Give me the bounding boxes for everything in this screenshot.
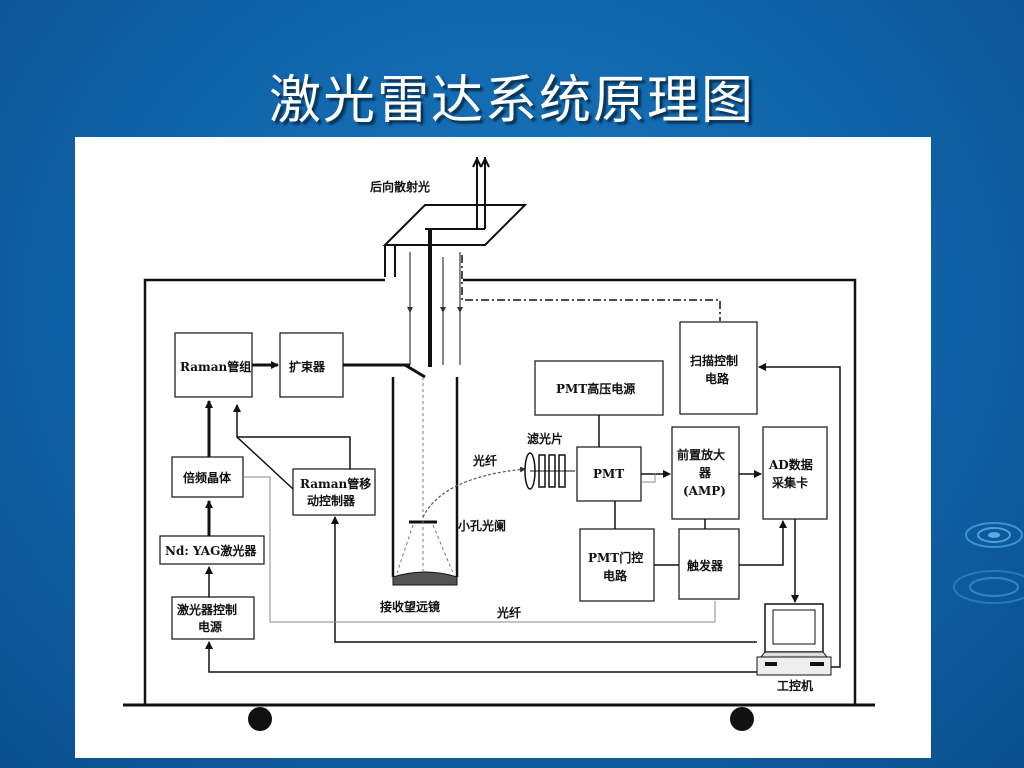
telescope-label: 接收望远镜 [380, 599, 440, 614]
industrial-computer [756, 603, 832, 676]
svg-text:采集卡: 采集卡 [771, 475, 808, 490]
svg-text:激光器控制: 激光器控制 [177, 602, 237, 617]
svg-text:器: 器 [698, 466, 712, 480]
receiving-telescope [391, 363, 459, 586]
svg-text:Raman管移: Raman管移 [300, 476, 371, 491]
slide-title: 激光雷达系统原理图 [268, 71, 755, 131]
svg-text:PMT: PMT [593, 467, 624, 481]
svg-text:(AMP): (AMP) [683, 484, 726, 498]
svg-text:电路: 电路 [603, 568, 628, 583]
backscatter-label: 后向散射光 [370, 179, 430, 194]
block-freq-doubler: 倍频晶体 [171, 456, 244, 498]
block-laser-controller: 激光器控制 电源 [171, 596, 255, 640]
svg-text:电源: 电源 [198, 619, 222, 634]
svg-text:扩束器: 扩束器 [289, 359, 326, 374]
ripple-decoration [953, 522, 1024, 604]
svg-text:倍频晶体: 倍频晶体 [183, 470, 232, 485]
svg-text:电路: 电路 [705, 371, 730, 386]
fiber-top-label: 光纤 [472, 453, 497, 468]
svg-text:动控制器: 动控制器 [307, 493, 356, 508]
lidar-system-diagram: 后向散射光 接收望远镜 小孔光阑 光纤 滤光片 Raman管组 扩束器 PMT高… [123, 157, 875, 731]
svg-text:PMT门控: PMT门控 [588, 550, 643, 565]
fiber-bottom-label: 光纤 [496, 605, 521, 620]
block-ad-card: AD数据 采集卡 [762, 426, 828, 520]
block-raman-controller: Raman管移 动控制器 [292, 468, 376, 516]
svg-text:Raman管组: Raman管组 [180, 359, 251, 374]
block-trigger: 触发器 [678, 528, 740, 600]
svg-text:AD数据: AD数据 [768, 457, 813, 472]
system-frame [123, 278, 875, 731]
svg-text:扫描控制: 扫描控制 [690, 353, 738, 368]
block-preamp: 前置放大 器 (AMP) [671, 426, 740, 520]
computer-label: 工控机 [777, 678, 813, 693]
svg-text:PMT高压电源: PMT高压电源 [556, 381, 635, 396]
block-pmt: PMT [576, 446, 642, 502]
filter-label: 滤光片 [527, 431, 563, 446]
block-nd-yag-laser: Nd: YAG激光器 [159, 535, 265, 565]
block-pmt-gate: PMT门控 电路 [579, 528, 655, 602]
block-scan-control: 扫描控制 电路 [679, 321, 758, 415]
block-pmt-hv-supply: PMT高压电源 [534, 360, 664, 416]
filter-lens [524, 452, 575, 490]
wheel-left [248, 707, 272, 731]
wheel-right [730, 707, 754, 731]
diagram-panel: 后向散射光 接收望远镜 小孔光阑 光纤 滤光片 Raman管组 扩束器 PMT高… [75, 137, 931, 758]
block-raman-tube: Raman管组 [174, 332, 253, 398]
svg-text:前置放大: 前置放大 [677, 447, 725, 462]
pinhole-label: 小孔光阑 [458, 518, 506, 533]
svg-text:Nd: YAG激光器: Nd: YAG激光器 [165, 543, 257, 558]
block-beam-expander: 扩束器 [279, 332, 344, 398]
svg-text:触发器: 触发器 [687, 558, 724, 573]
